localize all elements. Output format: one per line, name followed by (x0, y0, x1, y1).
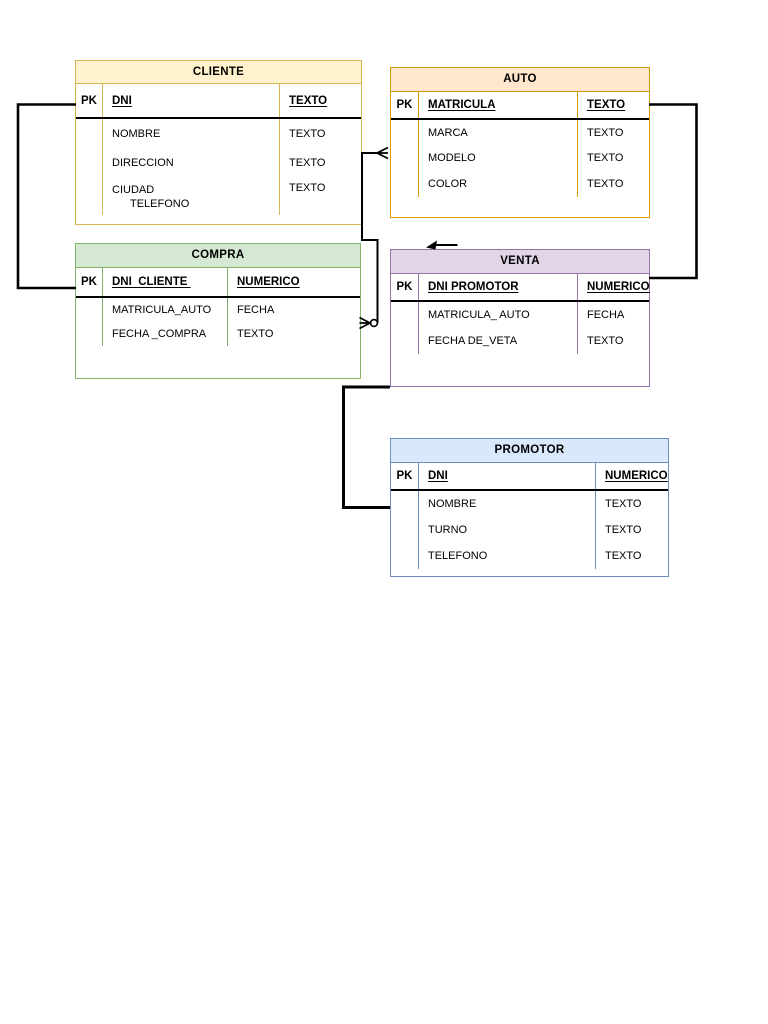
field-name-secondary: TELEFONO (130, 197, 190, 210)
pk-label: PK (391, 274, 419, 300)
table-title: PROMOTOR (391, 439, 668, 463)
field-name: TELEFONO (428, 550, 488, 562)
field-name: MARCA (428, 126, 468, 139)
field-name: TURNO (428, 524, 468, 536)
pk-label: PK (76, 84, 103, 117)
pk-row: PK DNI CLIENTE NUMERICO (76, 268, 360, 298)
pk-label: PK (76, 268, 103, 296)
attribute-row: TELEFONO TEXTO (391, 543, 668, 569)
attribute-row: COLOR TEXTO (391, 170, 649, 197)
entity-table-auto: AUTO PK MATRICULA TEXTO MARCA TEXTO MODE… (390, 67, 650, 218)
pk-row: PK DNI TEXTO (76, 84, 361, 119)
pk-field: DNI PROMOTOR (428, 281, 519, 293)
attribute-row: FECHA DE_VETA TEXTO (391, 328, 649, 354)
attribute-row: CIUDAD TELEFONO TEXTO (76, 178, 361, 215)
attribute-row: MATRICULA_ AUTO FECHA (391, 302, 649, 328)
table-title: CLIENTE (76, 61, 361, 84)
pk-field: DNI CLIENTE (112, 276, 191, 288)
pk-row: PK MATRICULA TEXTO (391, 92, 649, 120)
field-type: TEXTO (279, 119, 361, 148)
pk-type: TEXTO (289, 94, 328, 107)
field-name: CIUDAD (112, 183, 155, 196)
field-type: TEXTO (279, 178, 361, 215)
connector-compra-auto (361, 152, 379, 323)
field-name: MATRICULA_AUTO (112, 304, 212, 316)
pk-field: DNI (112, 94, 132, 107)
field-type: TEXTO (595, 517, 668, 543)
field-type: FECHA (577, 302, 649, 328)
field-type: TEXTO (279, 148, 361, 178)
crow-foot-zero-many-compra-icon (359, 316, 371, 330)
entity-table-promotor: PROMOTOR PK DNI NUMERICO NOMBRE TEXTO TU… (390, 438, 669, 577)
field-name: MATRICULA_ AUTO (428, 309, 530, 321)
pk-field: MATRICULA (428, 99, 496, 111)
pk-type: NUMERICO (587, 281, 650, 293)
attribute-row: MARCA TEXTO (391, 120, 649, 145)
field-type: TEXTO (577, 120, 649, 145)
pk-type: TEXTO (587, 99, 626, 111)
pk-type: NUMERICO (237, 276, 300, 288)
pk-type: NUMERICO (605, 470, 668, 482)
field-name: NOMBRE (428, 498, 477, 510)
entity-table-compra: COMPRA PK DNI CLIENTE NUMERICO MATRICULA… (75, 243, 361, 379)
field-type: TEXTO (227, 322, 360, 346)
zero-circle-icon (369, 318, 379, 328)
pk-row: PK DNI PROMOTOR NUMERICO (391, 274, 650, 302)
field-type: TEXTO (595, 491, 668, 517)
field-name: FECHA DE_VETA (428, 335, 518, 347)
table-title: VENTA (391, 250, 649, 274)
attribute-row: NOMBRE TEXTO (391, 491, 668, 517)
field-name: DIRECCION (112, 157, 174, 169)
attribute-row: MODELO TEXTO (391, 145, 649, 170)
pk-label: PK (391, 92, 419, 118)
field-name: MODELO (428, 151, 476, 164)
field-name: FECHA _COMPRA (112, 328, 207, 340)
field-type: TEXTO (595, 543, 668, 569)
pk-label: PK (391, 463, 419, 489)
pk-field: DNI (428, 470, 448, 482)
field-name: COLOR (428, 177, 468, 190)
pk-row: PK DNI NUMERICO (391, 463, 668, 491)
entity-table-venta: VENTA PK DNI PROMOTOR NUMERICO MATRICULA… (390, 249, 650, 387)
field-type: TEXTO (577, 170, 649, 197)
attribute-row: MATRICULA_AUTO FECHA (76, 298, 360, 322)
table-title: AUTO (391, 68, 649, 92)
attribute-row: FECHA _COMPRA TEXTO (76, 322, 360, 346)
table-title: COMPRA (76, 244, 360, 268)
crow-foot-many-auto-icon (376, 146, 389, 160)
entity-table-cliente: CLIENTE PK DNI TEXTO NOMBRE TEXTO DIRECC… (75, 60, 362, 225)
field-type: FECHA (227, 298, 360, 322)
connector-venta-promotor (342, 385, 390, 509)
attribute-row: NOMBRE TEXTO (76, 119, 361, 148)
connector-auto-venta (649, 103, 698, 280)
field-type: TEXTO (577, 328, 649, 354)
field-name: NOMBRE (112, 127, 161, 140)
connector-cliente-compra (16, 103, 76, 290)
attribute-row: DIRECCION TEXTO (76, 148, 361, 178)
field-type: TEXTO (577, 145, 649, 170)
attribute-row: TURNO TEXTO (391, 517, 668, 543)
